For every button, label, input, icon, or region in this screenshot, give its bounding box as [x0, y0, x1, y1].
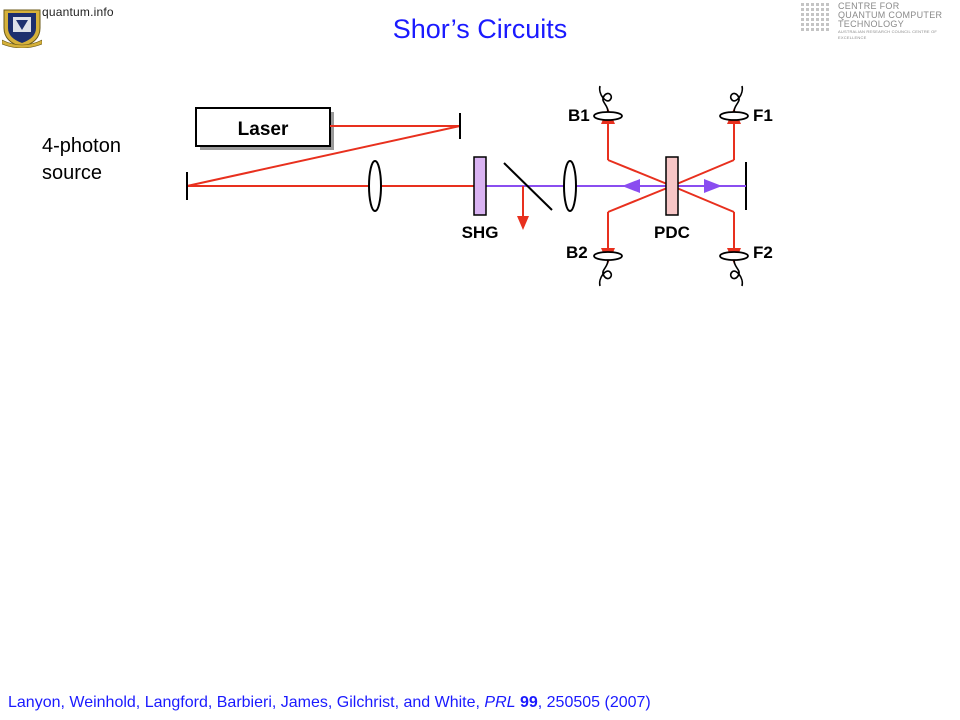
label-b1: B1	[568, 106, 590, 125]
optical-setup-diagram: Laser SHG PDC B1 F1 B2 F2	[186, 85, 773, 287]
dichroic-mirror	[503, 162, 553, 211]
citation-rest: , 250505 (2007)	[537, 694, 651, 711]
source-label-line2: source	[42, 162, 103, 184]
source-label-line1: 4-photon	[42, 135, 121, 157]
uv-arrow-right	[704, 179, 722, 193]
lens-2	[563, 160, 577, 212]
citation-journal: PRL	[484, 694, 516, 711]
uv-arrow-left	[622, 179, 640, 193]
source-label: 4-photon source	[42, 133, 121, 187]
centre-logo-line1: CENTRE FOR	[838, 1, 900, 11]
fiber-b1-icon	[598, 85, 613, 113]
coupler-b2-lens	[593, 251, 623, 261]
university-crest-icon	[2, 9, 42, 48]
beam-diagonal	[186, 125, 461, 187]
shg-label: SHG	[462, 223, 499, 242]
pdc-crystal	[665, 156, 679, 216]
centre-logo-text: CENTRE FOR QUANTUM COMPUTER TECHNOLOGY A…	[838, 2, 960, 41]
label-f1: F1	[753, 106, 773, 125]
laser-box	[195, 107, 334, 150]
centre-logo-line4: AUSTRALIAN RESEARCH COUNCIL CENTRE OF EX…	[838, 29, 938, 40]
citation: Lanyon, Weinhold, Langford, Barbieri, Ja…	[8, 694, 651, 712]
beam-f2	[671, 185, 735, 213]
coupler-b1-lens	[593, 111, 623, 121]
page-title: Shor’s Circuits	[392, 14, 568, 44]
laser-label: Laser	[238, 119, 289, 140]
beam-b1	[607, 159, 673, 187]
coupler-f1-lens	[719, 111, 749, 121]
shg-crystal	[473, 156, 487, 216]
citation-volume: 99	[519, 694, 538, 711]
pdc-label: PDC	[654, 223, 690, 242]
lens-1	[368, 160, 382, 212]
site-label: quantum.info	[42, 5, 114, 19]
coupler-f2-lens	[719, 251, 749, 261]
beam-f1	[671, 159, 735, 187]
label-f2: F2	[753, 243, 773, 262]
citation-authors: Lanyon, Weinhold, Langford, Barbieri, Ja…	[8, 694, 485, 711]
centre-logo-line3: TECHNOLOGY	[838, 19, 905, 29]
fiber-b2-icon	[598, 259, 613, 287]
fiber-f2-icon	[729, 259, 744, 287]
fiber-f1-icon	[729, 85, 744, 113]
centre-logo-line2: QUANTUM COMPUTER	[838, 10, 943, 20]
beam-dumped-arrow	[517, 216, 529, 230]
label-b2: B2	[566, 243, 588, 262]
beam-b2	[607, 185, 673, 213]
centre-logo-icon	[801, 3, 829, 31]
